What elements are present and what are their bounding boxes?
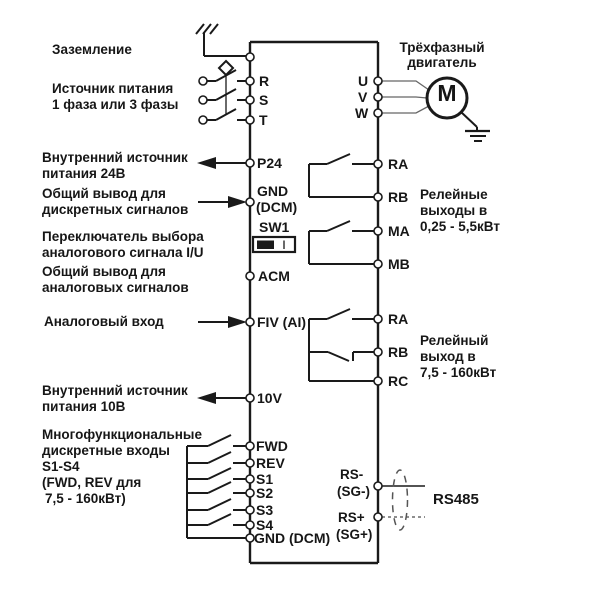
- terminal-label-p24: P24: [257, 155, 282, 171]
- terminal-label-fiv: FIV (AI): [257, 314, 306, 330]
- terminal-label-rev: REV: [256, 455, 285, 471]
- p24-arrow-icon: [197, 157, 246, 169]
- terminal-label-s1: S1: [256, 471, 274, 487]
- terminal-label-u: U: [358, 73, 369, 89]
- terminal-label-s4: S4: [256, 517, 274, 533]
- label-analog-common: Общий вывод для аналоговых сигналов: [42, 264, 189, 295]
- terminal-label-mb: MB: [388, 256, 410, 272]
- relay2-contact-ra-rb-rc: [308, 308, 374, 382]
- motor-symbol: [425, 76, 490, 142]
- terminal-label-ra2: RA: [388, 311, 409, 327]
- relay1-contact-ma-mb: [308, 220, 374, 265]
- terminal-label-s: S: [259, 92, 269, 108]
- label-relay1-output: Релейные выходы в 0,25 - 5,5кВт: [420, 187, 500, 234]
- terminal-label-acm: ACM: [258, 268, 290, 284]
- breaker-pole-terminals: [198, 76, 208, 125]
- terminal-label-10v: 10V: [257, 390, 282, 406]
- breaker-switch: [207, 59, 246, 121]
- label-discrete-inputs: Многофункциональные дискретные входы S1-…: [42, 427, 202, 506]
- earth-ground-icon: [195, 23, 247, 57]
- analog-input-arrow-icon: [198, 316, 247, 328]
- terminal-label-gnd: GND: [257, 183, 289, 199]
- terminal-label-fwd: FWD: [256, 438, 288, 454]
- motor-wires: [382, 80, 430, 114]
- label-24v-supply: Внутренний источник питания 24В: [42, 150, 188, 181]
- terminal-label-s3: S3: [256, 502, 274, 518]
- discrete-input-switches: [186, 434, 246, 539]
- terminal-label-w: W: [355, 105, 369, 121]
- label-discrete-common: Общий вывод для дискретных сигналов: [42, 186, 189, 217]
- label-relay2-output: Релейный выход в 7,5 - 160кВт: [420, 333, 497, 380]
- terminal-label-ra1: RA: [388, 156, 409, 172]
- sw1-slide-switch-icon: [251, 235, 297, 254]
- terminal-label-rs-plus: RS+ (SG+): [336, 510, 373, 542]
- terminal-label-rb2: RB: [388, 344, 409, 360]
- terminal-label-dcm: (DCM): [256, 199, 298, 215]
- label-power-supply: Источник питания 1 фаза или 3 фазы: [52, 81, 179, 112]
- label-motor: Трёхфазный двигатель: [399, 40, 485, 70]
- terminal-label-r: R: [259, 73, 270, 89]
- label-rs485: RS485: [433, 491, 479, 508]
- terminal-label-s2: S2: [256, 485, 274, 501]
- label-sw1-selector: Переключатель выбора аналогового сигнала…: [42, 229, 204, 260]
- label-ground: Заземление: [52, 42, 132, 57]
- rs485-wiring: [382, 469, 425, 531]
- terminal-label-rc: RC: [388, 373, 409, 389]
- left-rail-terminals: [245, 52, 255, 543]
- terminal-label-ma: MA: [388, 223, 410, 239]
- right-rail-terminals: [373, 76, 383, 522]
- label-10v-supply: Внутренний источник питания 10В: [42, 383, 188, 414]
- relay1-contact-ra-rb: [308, 153, 374, 198]
- terminal-label-rs-minus: RS- (SG-): [337, 467, 370, 499]
- terminal-label-v: V: [358, 89, 368, 105]
- motor-letter: M: [437, 80, 457, 106]
- 10v-arrow-icon: [197, 392, 246, 404]
- gnd-dcm-arrow-icon: [198, 196, 247, 208]
- terminal-label-rb1: RB: [388, 189, 409, 205]
- label-analog-input: Аналоговый вход: [44, 314, 164, 329]
- terminal-label-sw1: SW1: [259, 219, 290, 235]
- terminal-label-t: T: [259, 112, 268, 128]
- terminal-label-gnd-dcm: GND (DCM): [254, 530, 331, 546]
